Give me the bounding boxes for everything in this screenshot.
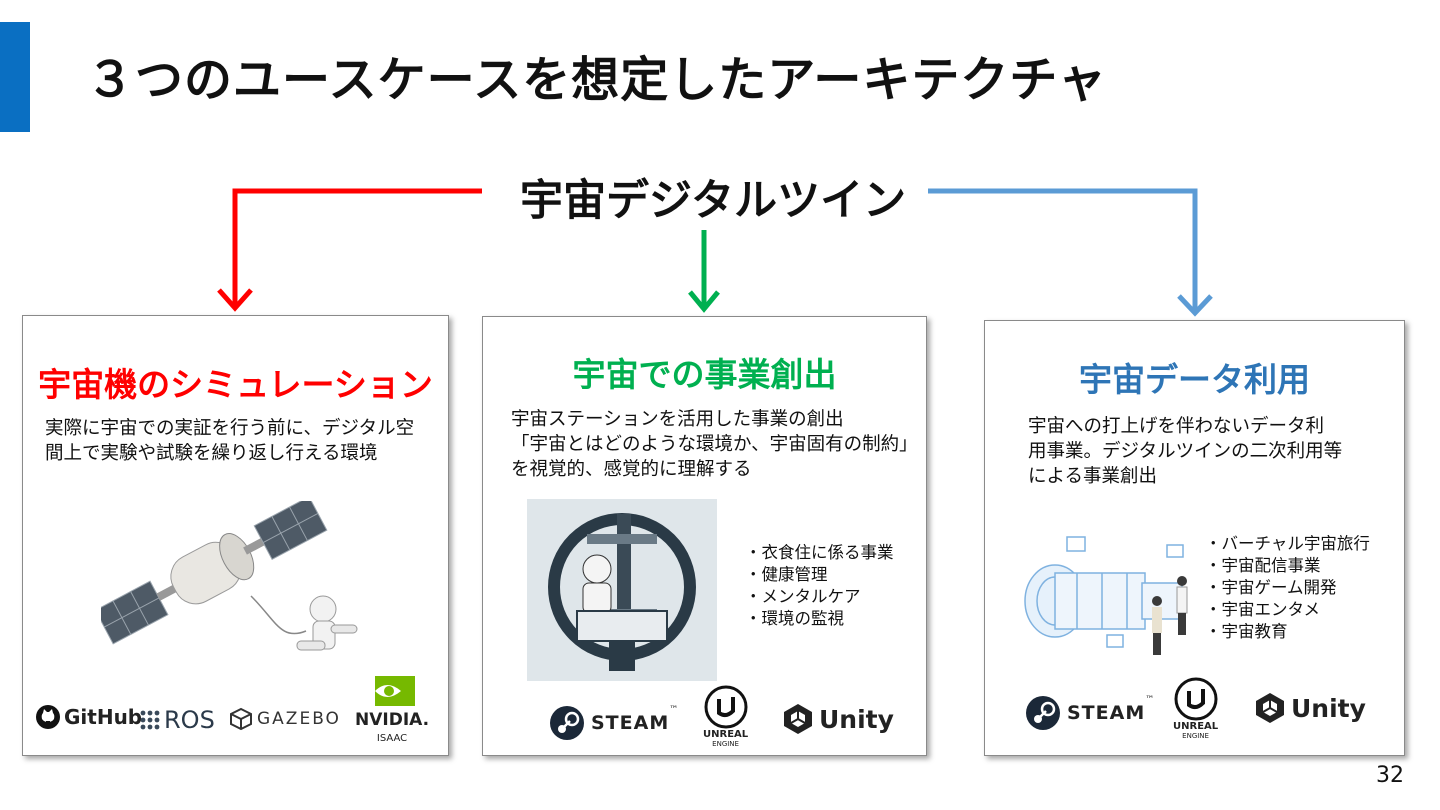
- gazebo-logo: GAZEBO: [229, 707, 341, 731]
- bullet-item: 健康管理: [745, 564, 894, 586]
- card-spacecraft-simulation: 宇宙機のシミュレーション 実際に宇宙での実証を行う前に、デジタル空 間上で実験や…: [22, 315, 449, 756]
- card-heading: 宇宙での事業創出: [572, 355, 837, 394]
- github-octocat-icon: [36, 705, 60, 729]
- ros-logo: ROS: [139, 706, 215, 734]
- unity-logo: Unity: [781, 702, 894, 736]
- card-heading: 宇宙データ利用: [1079, 360, 1310, 399]
- digital-twin-engine-illustration: [1024, 536, 1188, 655]
- data-use-bullets: バーチャル宇宙旅行 宇宙配信事業 宇宙ゲーム開発 宇宙エンタメ 宇宙教育: [1205, 533, 1370, 643]
- card-description: 宇宙への打上げを伴わないデータ利 用事業。デジタルツインの二次利用等 による事業…: [1028, 416, 1343, 487]
- unreal-icon: [1174, 677, 1218, 721]
- accent-bar: [0, 22, 30, 132]
- hub-title: 宇宙デジタルツイン: [520, 176, 907, 226]
- green-arrow: [688, 230, 720, 313]
- steam-wordmark: STEAM: [591, 712, 670, 734]
- engine-wordmark: ENGINE: [712, 740, 739, 748]
- unity-cube-icon: [784, 704, 812, 734]
- bullet-item: 衣食住に係る事業: [745, 542, 894, 564]
- blue-arrow: [928, 188, 1213, 317]
- page-number: 32: [1376, 763, 1404, 788]
- isaac-wordmark: ISAAC: [376, 733, 408, 744]
- card-description: 実際に宇宙での実証を行う前に、デジタル空 間上で実験や試験を繰り返し行える環境: [45, 418, 415, 464]
- bullet-item: 宇宙教育: [1205, 621, 1370, 643]
- red-arrow: [217, 188, 482, 312]
- unity-cube-icon: [1256, 693, 1284, 723]
- card-description: 宇宙ステーションを活用した事業の創出 「宇宙とはどのような環境か、宇宙固有の制約…: [511, 409, 918, 480]
- gazebo-wordmark: GAZEBO: [257, 709, 341, 729]
- space-station-illustration: [527, 499, 717, 681]
- business-bullets: 衣食住に係る事業 健康管理 メンタルケア 環境の監視: [745, 542, 894, 630]
- github-wordmark: GitHub: [64, 705, 143, 729]
- slide-title: ３つのユースケースを想定したアーキテクチャ: [86, 52, 1107, 108]
- unreal-wordmark: UNREAL: [1173, 721, 1219, 732]
- ros-dots-icon: [140, 710, 160, 730]
- gazebo-cube-icon: [230, 707, 252, 731]
- bullet-item: 宇宙配信事業: [1205, 555, 1370, 577]
- steam-tm: ™: [1145, 695, 1155, 705]
- unreal-engine-logo: UNREAL ENGINE: [1173, 677, 1218, 740]
- unity-wordmark: Unity: [1291, 693, 1366, 723]
- ros-wordmark: ROS: [164, 706, 215, 734]
- steam-logo: STEAM ™: [549, 705, 678, 741]
- steam-logo: STEAM ™: [1025, 695, 1154, 731]
- steam-icon: [1026, 696, 1060, 730]
- card-heading: 宇宙機のシミュレーション: [38, 365, 433, 404]
- steam-tm: ™: [669, 705, 679, 715]
- unity-logo: Unity: [1253, 691, 1366, 725]
- unreal-icon: [704, 685, 748, 729]
- card-space-data-utilization: 宇宙データ利用 宇宙への打上げを伴わないデータ利 用事業。デジタルツインの二次利…: [984, 320, 1405, 756]
- nvidia-eye-icon: [375, 676, 416, 706]
- unreal-engine-logo: UNREAL ENGINE: [703, 685, 748, 748]
- github-logo: GitHub: [35, 704, 142, 730]
- nvidia-isaac-logo: NVIDIA. ISAAC: [355, 676, 429, 744]
- steam-wordmark: STEAM: [1067, 702, 1146, 724]
- engine-wordmark: ENGINE: [1182, 732, 1209, 740]
- nvidia-wordmark: NVIDIA.: [355, 710, 430, 730]
- satellite-astronaut-illustration: [101, 501, 358, 651]
- bullet-item: 宇宙ゲーム開発: [1205, 577, 1370, 599]
- bullet-item: バーチャル宇宙旅行: [1205, 533, 1370, 555]
- bullet-item: 宇宙エンタメ: [1205, 599, 1370, 621]
- bullet-item: メンタルケア: [745, 586, 894, 608]
- bullet-item: 環境の監視: [745, 608, 894, 630]
- unity-wordmark: Unity: [819, 704, 894, 734]
- card-space-business: 宇宙での事業創出 宇宙ステーションを活用した事業の創出 「宇宙とはどのような環境…: [482, 316, 927, 756]
- unreal-wordmark: UNREAL: [703, 729, 749, 740]
- steam-icon: [550, 706, 584, 740]
